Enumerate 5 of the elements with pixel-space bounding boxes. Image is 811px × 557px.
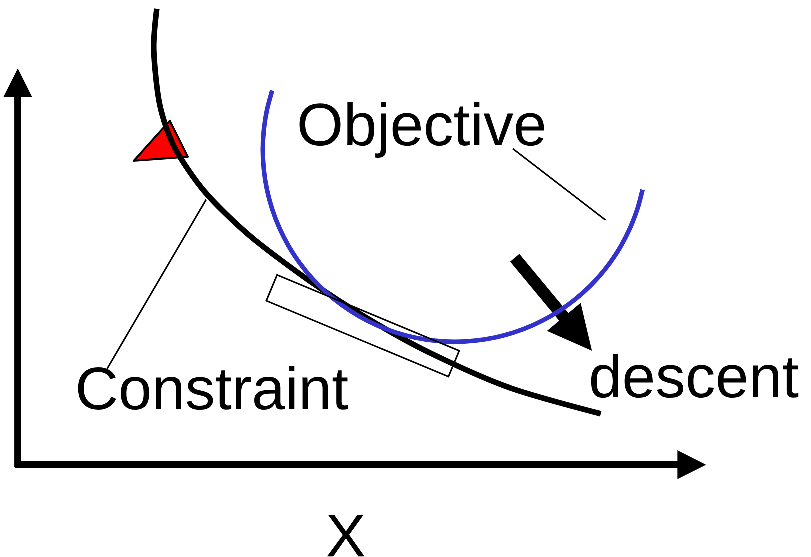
text-label: descent: [591, 354, 799, 398]
leader-line: [512, 148, 606, 221]
text-label: Constraint: [78, 366, 348, 410]
objective-arc: [260, 90, 645, 344]
text-label: X: [327, 515, 365, 557]
